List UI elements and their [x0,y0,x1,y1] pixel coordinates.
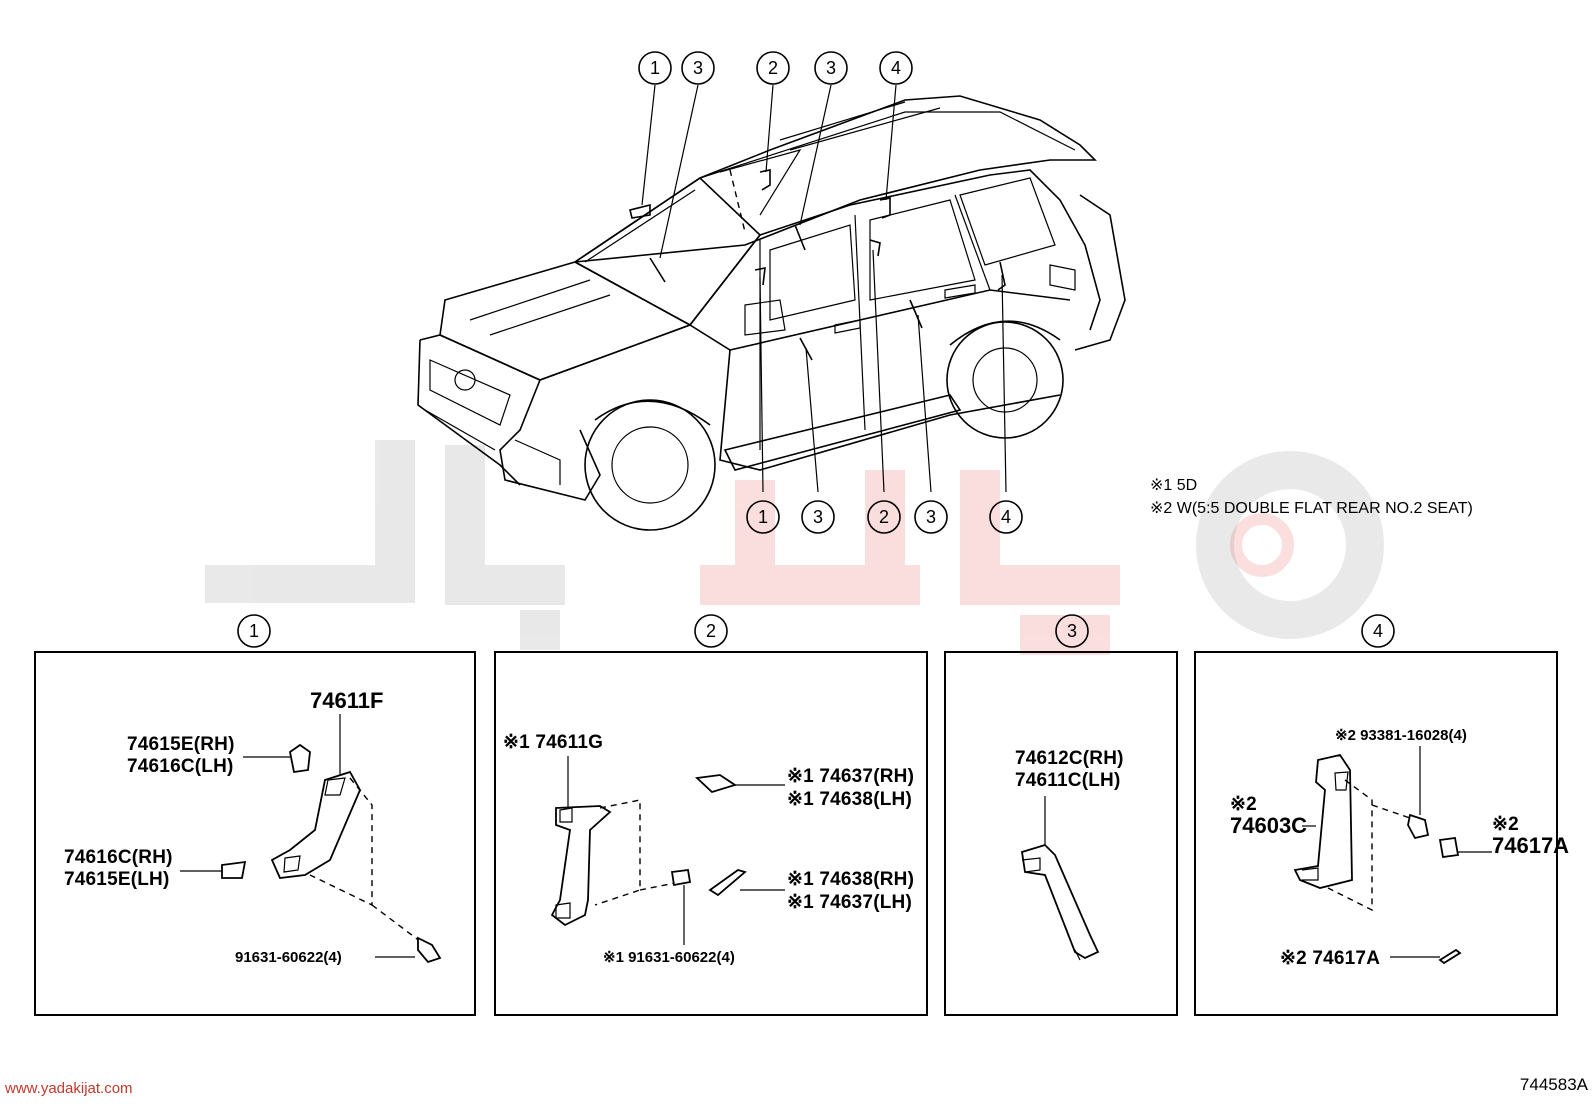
callout-1-bottom: 1 [746,500,780,534]
section-4-parts: ※2 93381-16028(4) ※2 74603C ※2 74617A ※2… [1230,727,1569,969]
label-91631-60622-2: ※1 91631-60622(4) [603,949,735,966]
label-74617A: 74617A [1492,833,1569,858]
section-4-box [1194,651,1558,1016]
section-2-parts: ※1 74611G ※1 91631-60622(4) ※1 74637(RH)… [503,732,914,966]
label-74617A-mark: ※2 [1492,814,1519,835]
callout-3-bottom-b: 3 [914,500,948,534]
callout-2-top: 2 [756,51,790,85]
label-74615E-RH: 74615E(RH) [127,734,235,755]
svg-text:3: 3 [813,507,823,527]
section-4-marker: 4 [1361,614,1395,648]
diagram-code: 744583A [1520,1075,1589,1094]
section-3-marker: 3 [1055,614,1089,648]
note-1: ※1 5D [1150,477,1197,494]
watermark-logo-red [700,470,1294,655]
label-74603C-mark: ※2 [1230,794,1257,815]
callout-4-bottom: 4 [989,500,1023,534]
label-74615E-LH: 74615E(LH) [64,869,170,890]
section-2-box [494,651,928,1016]
callout-4-top: 4 [879,51,913,85]
svg-text:2: 2 [879,507,889,527]
label-74617A-2: ※2 74617A [1280,948,1380,969]
label-74611C-LH: 74611C(LH) [1015,770,1121,791]
label-74611F: 74611F [310,688,383,713]
svg-text:2: 2 [768,58,778,78]
label-74638-LH: ※1 74638(LH) [787,789,912,810]
label-74603C: 74603C [1230,813,1307,838]
callout-1-top: 1 [638,51,672,85]
label-93381-16028: ※2 93381-16028(4) [1335,727,1467,744]
callout-3-top-a: 3 [681,51,715,85]
section-1-parts: 74611F 74615E(RH) 74616C(LH) 74616C(RH) … [64,688,442,966]
callout-2-bottom: 2 [867,500,901,534]
label-74638-RH: ※1 74638(RH) [787,869,914,890]
watermark-logo [205,440,1384,650]
svg-text:1: 1 [249,621,259,641]
section-3-box [944,651,1178,1016]
callout-3-bottom-a: 3 [801,500,835,534]
svg-text:4: 4 [1001,507,1011,527]
svg-text:3: 3 [926,507,936,527]
svg-text:4: 4 [891,58,901,78]
label-74612C-RH: 74612C(RH) [1015,748,1124,769]
svg-text:3: 3 [1067,621,1077,641]
note-2: ※2 W(5:5 DOUBLE FLAT REAR NO.2 SEAT) [1150,500,1473,517]
svg-text:2: 2 [706,621,716,641]
section-1-marker: 1 [237,614,271,648]
label-74637-RH: ※1 74637(RH) [787,766,914,787]
label-74611G: ※1 74611G [503,732,603,753]
svg-text:1: 1 [758,507,768,527]
label-91631-60622: 91631-60622(4) [235,949,342,966]
section-1-box [34,651,476,1016]
callout-leaders [641,84,1007,493]
section-3-parts: 74612C(RH) 74611C(LH) [1015,748,1124,961]
svg-text:4: 4 [1373,621,1383,641]
svg-text:3: 3 [693,58,703,78]
label-74616C-RH: 74616C(RH) [64,847,173,868]
watermark-url: www.yadakijat.com [4,1080,133,1097]
svg-text:1: 1 [650,58,660,78]
label-74616C-LH: 74616C(LH) [127,756,234,777]
svg-text:3: 3 [826,58,836,78]
callout-3-top-b: 3 [814,51,848,85]
label-74637-LH: ※1 74637(LH) [787,892,912,913]
section-2-marker: 2 [694,614,728,648]
vehicle-illustration [417,95,1126,531]
